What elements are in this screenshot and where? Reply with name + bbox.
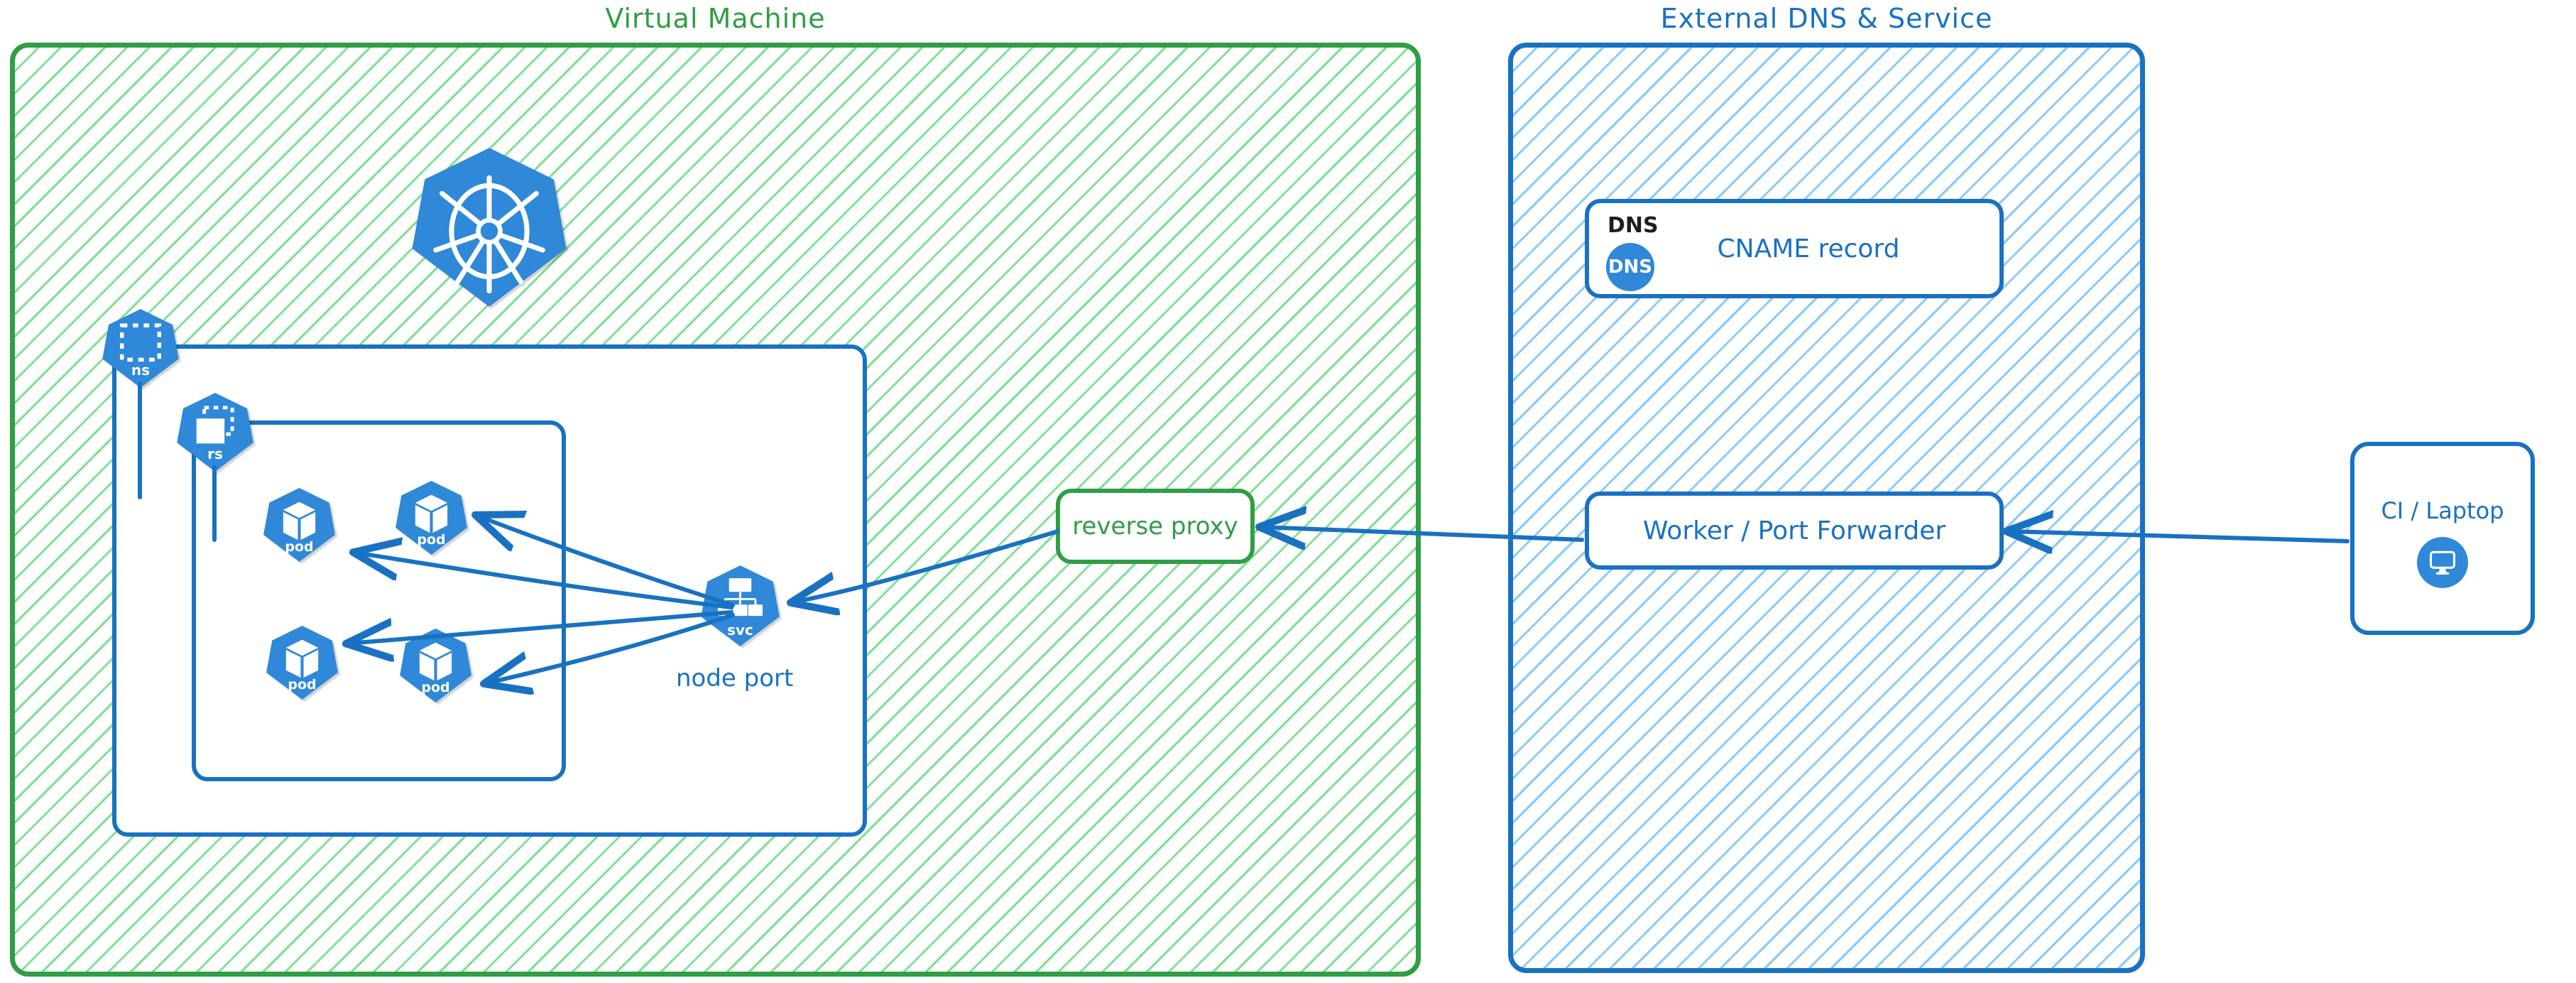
dns-tag-label: DNS (1608, 213, 1659, 238)
worker-port-forwarder-label: Worker / Port Forwarder (1642, 516, 1946, 545)
reverse-proxy-label: reverse proxy (1072, 512, 1238, 541)
dns-record-card[interactable]: DNS DNS CNAME record (1585, 199, 2004, 298)
dns-card-inner: DNS DNS CNAME record (1589, 203, 1999, 294)
kubernetes-pod-icon-3[interactable]: pod (266, 625, 339, 700)
kubernetes-replicaset-icon[interactable]: rs (176, 392, 254, 472)
kubernetes-logo-icon[interactable] (410, 146, 568, 308)
reverse-proxy-box[interactable]: reverse proxy (1056, 489, 1255, 564)
cname-record-label: CNAME record (1717, 234, 1900, 264)
ci-laptop-box[interactable]: CI / Laptop (2350, 442, 2535, 635)
virtual-machine-title: Virtual Machine (605, 3, 826, 34)
kubernetes-pod-icon-1[interactable]: pod (263, 487, 336, 563)
worker-port-forwarder-box[interactable]: Worker / Port Forwarder (1585, 492, 2004, 570)
node-port-label: node port (676, 664, 794, 693)
kubernetes-namespace-icon[interactable]: ns (102, 308, 180, 389)
desktop-monitor-icon (2417, 537, 2468, 588)
kubernetes-service-icon[interactable]: svc (700, 565, 780, 647)
ci-laptop-label: CI / Laptop (2381, 497, 2504, 524)
dns-badge-icon: DNS (1606, 243, 1654, 291)
kubernetes-pod-icon-4[interactable]: pod (399, 628, 472, 703)
external-dns-service-title: External DNS & Service (1660, 3, 1993, 34)
replicaset-boundary-rect[interactable] (192, 420, 566, 781)
kubernetes-pod-icon-2[interactable]: pod (395, 480, 468, 555)
